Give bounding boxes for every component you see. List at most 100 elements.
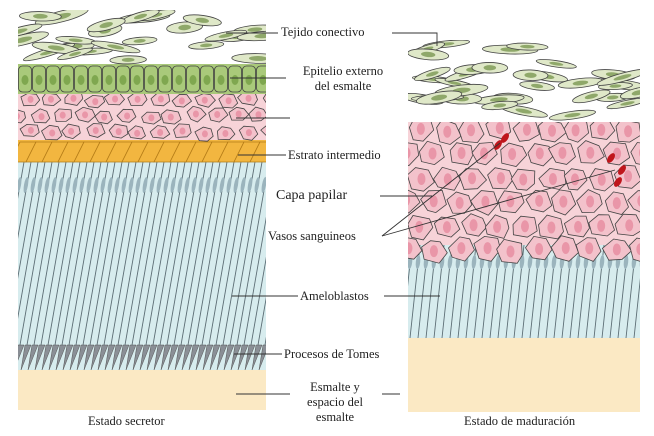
papillary-nucleus [536, 147, 544, 159]
label-epitelio-line1: Epitelio externo [288, 64, 398, 79]
papillary-nucleus [574, 221, 582, 233]
papillary-nucleus [48, 96, 54, 103]
papillary-nucleus [558, 147, 566, 159]
ameloblast-cell [642, 245, 652, 338]
epithelial-nucleus [50, 75, 57, 85]
papillary-nucleus [193, 111, 199, 118]
papillary-nucleus [559, 196, 567, 208]
papillary-nucleus [255, 111, 261, 118]
papillary-nucleus [636, 243, 644, 255]
papillary-nucleus [148, 114, 154, 121]
enamel-layer-right [408, 338, 640, 416]
epithelial-nucleus [120, 75, 127, 85]
papillary-nucleus [214, 111, 220, 118]
papillary-nucleus [124, 112, 130, 119]
papillary-nucleus [519, 174, 527, 186]
epithelial-nucleus [64, 75, 71, 85]
papillary-nucleus [168, 114, 174, 121]
papillary-nucleus [639, 147, 647, 159]
papillary-nucleus [548, 125, 556, 137]
secretory-stage-column [0, 4, 318, 415]
epithelial-nucleus [134, 75, 141, 85]
enamel-layer-left [18, 370, 266, 415]
epithelial-nucleus [148, 75, 155, 85]
papillary-nucleus [135, 96, 141, 103]
papillary-nucleus [506, 245, 514, 257]
papillary-nucleus [157, 129, 163, 136]
label-esmalte: Esmalte y espacio del esmalte [290, 380, 380, 425]
papillary-nucleus [39, 113, 45, 120]
epithelial-nucleus [204, 75, 211, 85]
papillary-nucleus [158, 96, 164, 103]
papillary-nucleus [571, 173, 579, 185]
papillary-nucleus [202, 97, 208, 104]
papillary-nucleus [458, 147, 466, 159]
papillary-nucleus [625, 219, 633, 231]
papillary-nucleus [624, 170, 632, 182]
papillary-nucleus [535, 243, 543, 255]
papillary-nucleus [456, 197, 464, 209]
epithelial-nucleus [190, 75, 197, 85]
papillary-nucleus [535, 195, 543, 207]
label-estrato-intermedio: Estrato intermedio [288, 148, 381, 163]
papillary-nucleus [70, 95, 76, 102]
epithelial-nucleus [92, 75, 99, 85]
label-esmalte-line1: Esmalte y [290, 380, 380, 395]
papillary-nucleus [403, 147, 411, 159]
epithelial-nucleus [78, 75, 85, 85]
papillary-nucleus [92, 98, 98, 105]
papillary-nucleus [415, 221, 423, 233]
papillary-nucleus [493, 221, 501, 233]
ameloblast-nucleus [647, 255, 653, 269]
papillary-nucleus [430, 245, 438, 257]
epithelial-nucleus [246, 75, 253, 85]
label-tejido-conectivo: Tejido conectivo [281, 25, 364, 40]
ameloblast-nucleus [268, 177, 275, 193]
epithelial-nucleus [162, 75, 169, 85]
papillary-nucleus [14, 113, 20, 120]
papillary-nucleus [547, 221, 555, 233]
papillary-nucleus [49, 130, 55, 137]
papillary-nucleus [467, 124, 475, 136]
papillary-nucleus [101, 114, 107, 121]
papillary-nucleus [116, 128, 122, 135]
papillary-nucleus [497, 172, 505, 184]
epithelial-nucleus [232, 75, 239, 85]
papillary-nucleus [246, 95, 252, 102]
papillary-nucleus [597, 124, 605, 136]
papillary-nucleus [60, 112, 66, 119]
papillary-nucleus [586, 195, 594, 207]
papillary-nucleus [202, 130, 208, 137]
papillary-nucleus [404, 242, 412, 254]
papillary-nucleus [134, 130, 140, 137]
label-esmalte-line2: espacio del [290, 395, 380, 410]
papillary-nucleus [496, 122, 504, 134]
papillary-nucleus [585, 242, 593, 254]
papillary-nucleus [429, 148, 437, 160]
label-capa-papilar: Capa papilar [276, 188, 347, 203]
papillary-nucleus [549, 173, 557, 185]
epithelial-nucleus [22, 75, 29, 85]
papillary-nucleus [112, 95, 118, 102]
papillary-nucleus [624, 125, 632, 137]
label-esmalte-line3: esmalte [290, 410, 380, 425]
papillary-nucleus [562, 242, 570, 254]
papillary-nucleus [179, 97, 185, 104]
papillary-nucleus [597, 220, 605, 232]
papillary-nucleus [417, 173, 425, 185]
papillary-nucleus [508, 148, 516, 160]
papillary-nucleus [179, 128, 185, 135]
papillary-nucleus [269, 127, 275, 134]
epithelial-nucleus [218, 75, 225, 85]
papillary-nucleus [598, 174, 606, 186]
papillary-nucleus [572, 124, 580, 136]
papillary-nucleus [470, 219, 478, 231]
papillary-nucleus [586, 147, 594, 159]
label-procesos-tomes: Procesos de Tomes [284, 347, 379, 362]
epithelial-nucleus [260, 75, 267, 85]
papillary-cell [630, 238, 654, 262]
papillary-nucleus [82, 111, 88, 118]
papillary-nucleus [457, 242, 465, 254]
caption-maturation-stage: Estado de maduración [464, 414, 575, 429]
